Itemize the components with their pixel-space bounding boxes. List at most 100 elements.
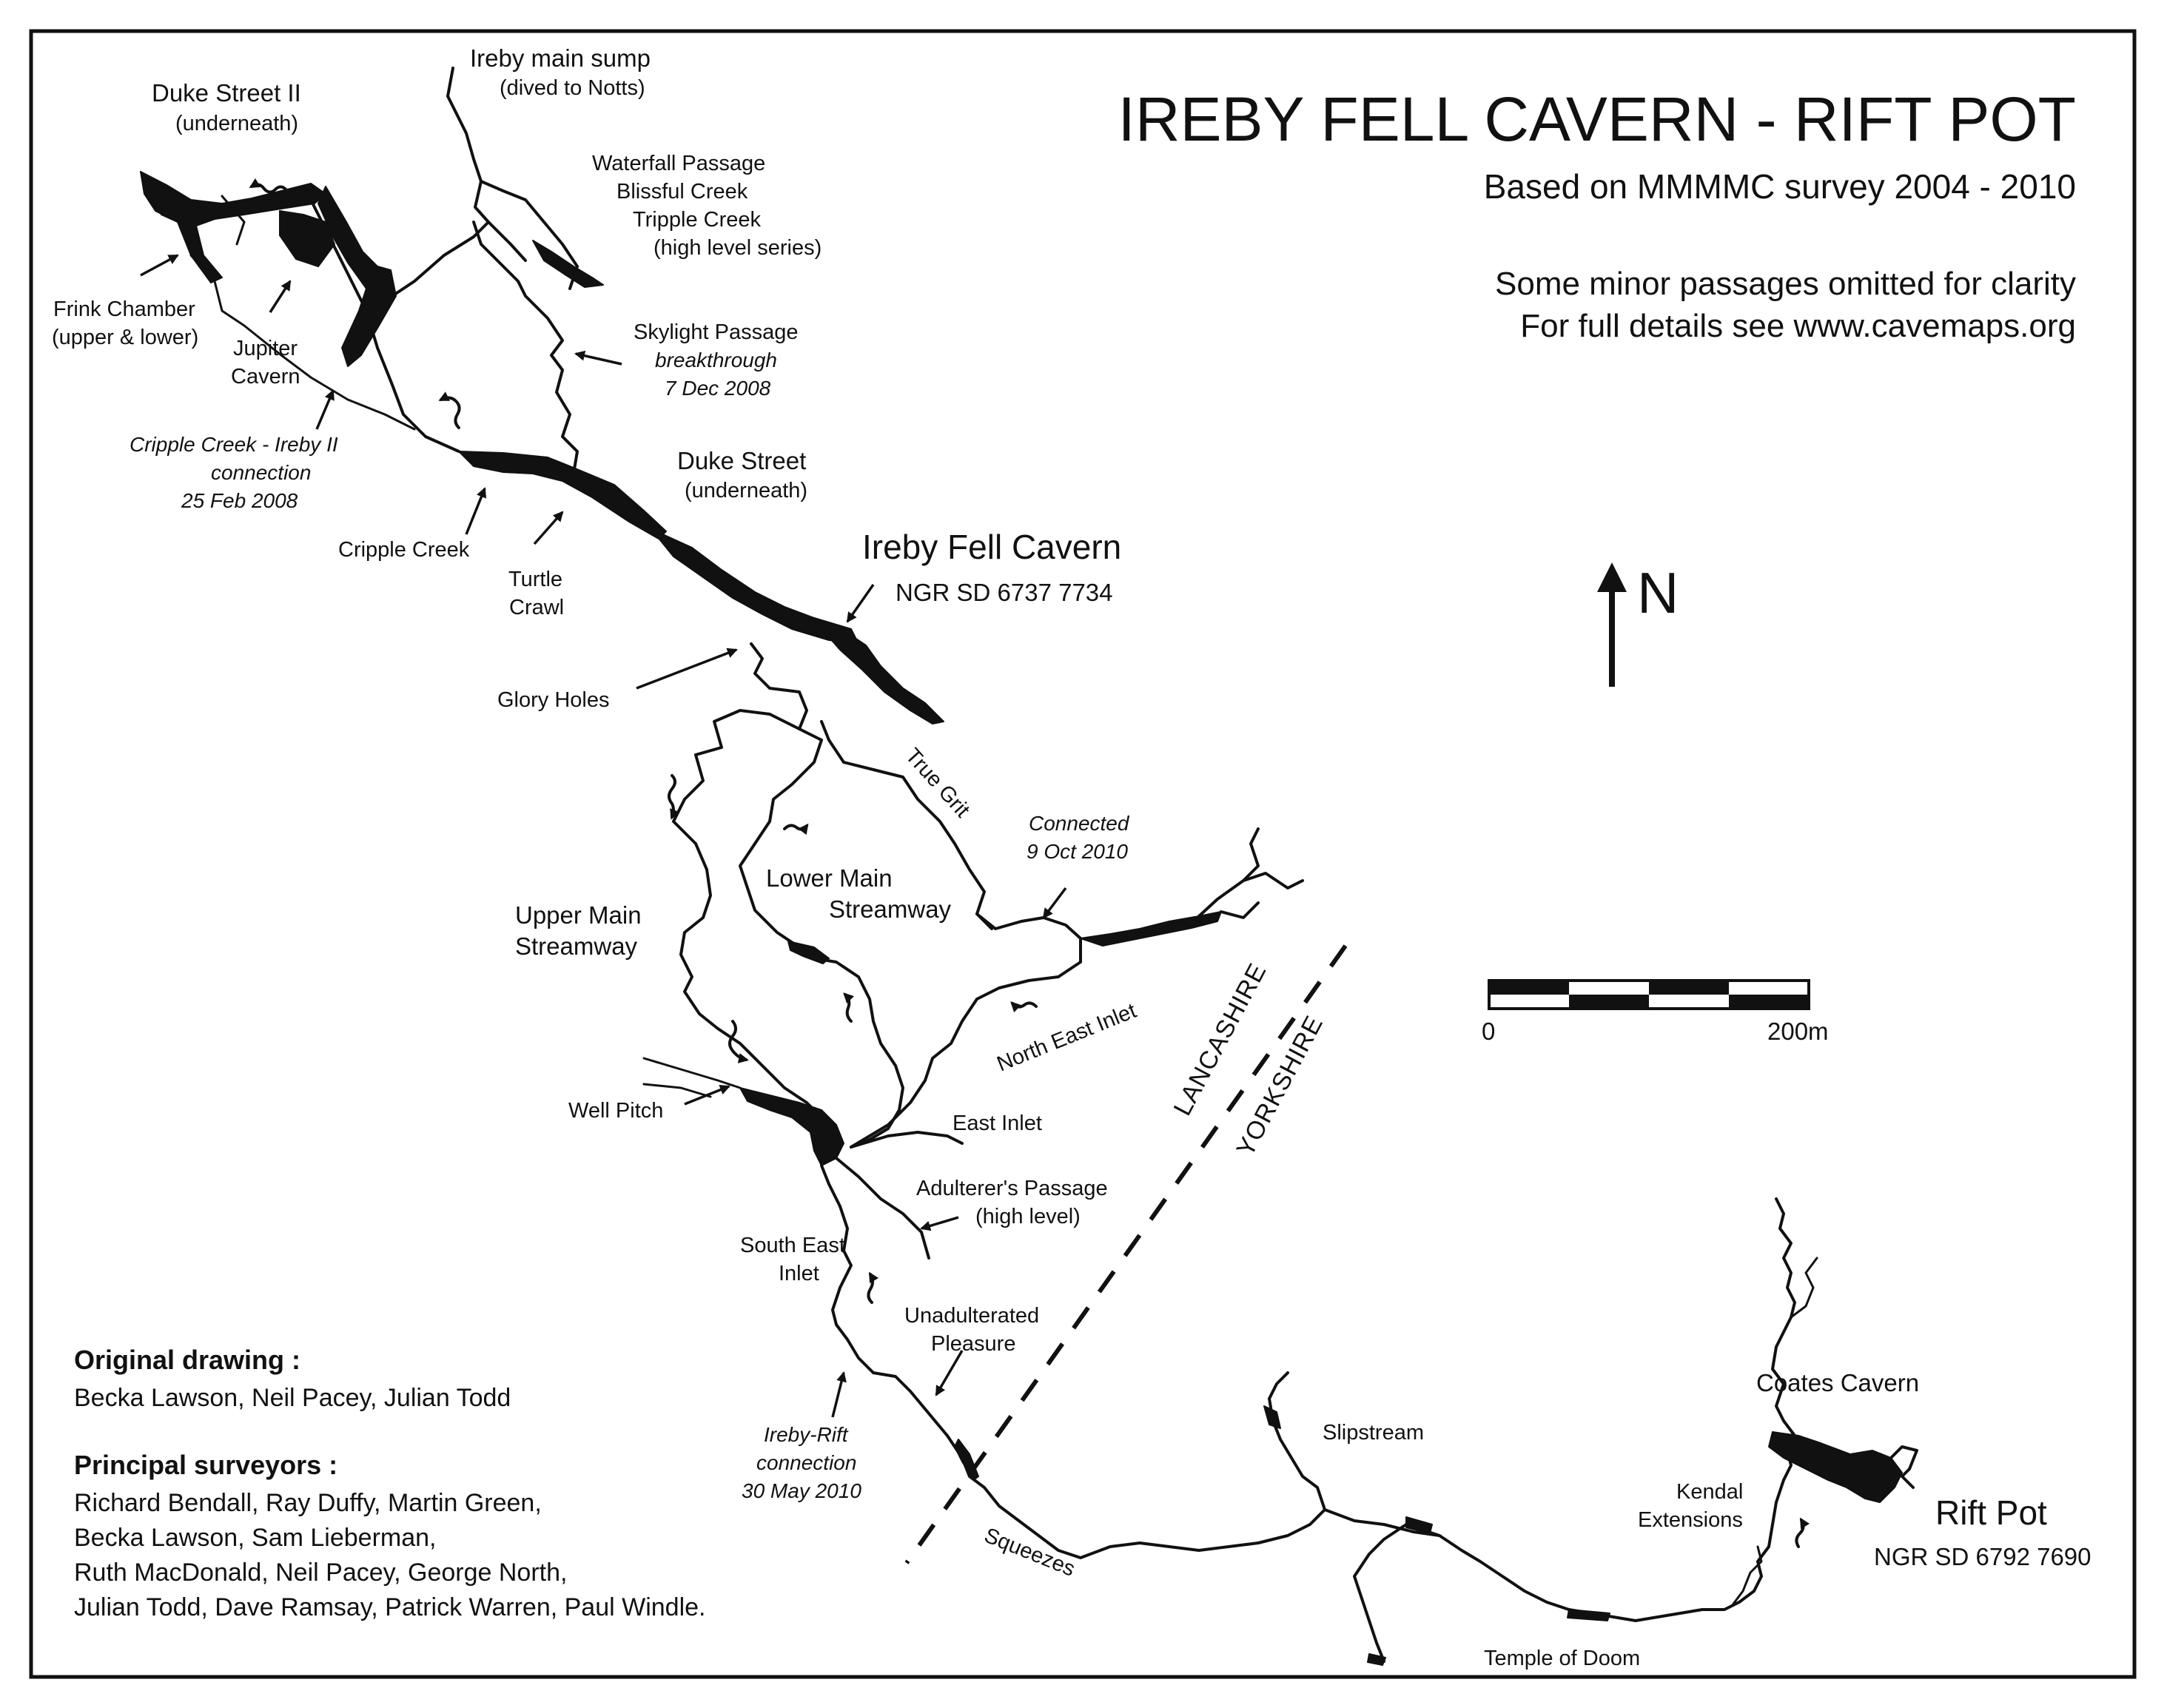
waterfall-passage bbox=[480, 180, 579, 290]
county-yorkshire: YORKSHIRE bbox=[1232, 1011, 1329, 1161]
credits: Original drawing : Becka Lawson, Neil Pa… bbox=[74, 1345, 706, 1621]
pointer-ireby-fell bbox=[846, 583, 875, 623]
label-south-east-1: South East bbox=[740, 1234, 845, 1257]
squeezes-passage bbox=[983, 1486, 1326, 1559]
label-coates-cavern: Coates Cavern bbox=[1756, 1369, 1919, 1396]
upper-branches bbox=[189, 195, 416, 431]
label-ireby-rift-2: connection bbox=[756, 1451, 856, 1474]
lower-main-wide bbox=[787, 941, 830, 964]
pointer-well-pitch bbox=[684, 1084, 730, 1106]
label-pointers bbox=[140, 254, 1067, 1418]
label-unadulterated-1: Unadulterated bbox=[904, 1304, 1039, 1328]
county-lancashire: LANCASHIRE bbox=[1169, 958, 1272, 1120]
cripple-creek-wide bbox=[458, 451, 667, 539]
ireby-fell-cavern-ngr: NGR SD 6737 7734 bbox=[896, 579, 1113, 606]
label-waterfall-1: Waterfall Passage bbox=[592, 152, 765, 175]
scale-end-label: 200m bbox=[1767, 1018, 1829, 1045]
pointer-frink bbox=[140, 254, 179, 277]
credits-original-names: Becka Lawson, Neil Pacey, Julian Todd bbox=[74, 1384, 511, 1412]
well-pitch-wide bbox=[739, 1087, 844, 1166]
label-cripple-creek: Cripple Creek bbox=[338, 538, 470, 562]
ireby-fell-cavern-label: Ireby Fell Cavern bbox=[862, 528, 1121, 566]
flow-arrow-lower-main bbox=[783, 823, 809, 835]
ireby-fell-main-wide bbox=[813, 619, 944, 724]
flow-arrow-ireby-ii bbox=[249, 178, 289, 194]
pointer-turtle bbox=[533, 511, 564, 545]
county-boundary-line bbox=[904, 944, 1348, 1564]
label-upper-main-1: Upper Main bbox=[515, 901, 642, 929]
label-slipstream: Slipstream bbox=[1323, 1421, 1424, 1445]
connection-passage bbox=[309, 198, 460, 453]
credits-surveyors-heading: Principal surveyors : bbox=[74, 1450, 337, 1480]
frink-chamber-passage bbox=[318, 186, 397, 367]
north-arrow: N bbox=[1597, 560, 1679, 687]
label-well-pitch: Well Pitch bbox=[568, 1099, 663, 1123]
temple-branch bbox=[1353, 1523, 1441, 1663]
credits-original-heading: Original drawing : bbox=[74, 1345, 300, 1375]
south-east-inlet bbox=[820, 1164, 875, 1374]
label-ireby-rift-1: Ireby-Rift bbox=[764, 1423, 849, 1446]
map-subtitle: Based on MMMMC survey 2004 - 2010 bbox=[1484, 167, 2076, 206]
label-cripple-conn-3: 25 Feb 2008 bbox=[181, 489, 298, 512]
label-unadulterated-2: Pleasure bbox=[931, 1332, 1015, 1356]
unadulterated-pleasure bbox=[872, 1371, 986, 1489]
connected-passage bbox=[975, 912, 1082, 940]
jupiter-cavern-passage bbox=[279, 210, 335, 267]
pointer-glory bbox=[636, 648, 738, 690]
label-lower-main-2: Streamway bbox=[829, 895, 952, 923]
east-loop bbox=[1730, 1545, 1763, 1607]
label-cripple-conn-1: Cripple Creek - Ireby II bbox=[130, 433, 338, 456]
label-ireby-main-sump-note: (dived to Notts) bbox=[500, 76, 645, 100]
label-adulterer-1: Adulterer's Passage bbox=[916, 1177, 1108, 1200]
credits-surveyors-line-2: Becka Lawson, Sam Lieberman, bbox=[74, 1524, 436, 1552]
label-duke-street-note: (underneath) bbox=[685, 479, 807, 502]
label-ireby-rift-3: 30 May 2010 bbox=[742, 1479, 861, 1502]
true-grit-passage bbox=[820, 720, 993, 930]
label-kendal-1: Kendal bbox=[1676, 1480, 1743, 1504]
upper-main-streamway bbox=[672, 709, 823, 1119]
label-turtle-1: Turtle bbox=[508, 568, 562, 591]
label-connected-1: Connected bbox=[1029, 812, 1130, 835]
label-skylight-2: breakthrough bbox=[655, 349, 777, 371]
map-title: IREBY FELL CAVERN - RIFT POT bbox=[1118, 84, 2077, 154]
pointer-connected bbox=[1042, 887, 1067, 919]
label-cripple-conn-2: connection bbox=[211, 461, 311, 484]
rift-pot-ngr: NGR SD 6792 7690 bbox=[1874, 1543, 2092, 1570]
label-frink-1: Frink Chamber bbox=[53, 297, 195, 321]
label-skylight-1: Skylight Passage bbox=[634, 320, 798, 344]
label-skylight-3: 7 Dec 2008 bbox=[665, 377, 771, 400]
pointer-unadulterated bbox=[935, 1350, 964, 1396]
glory-holes-passage bbox=[750, 642, 823, 742]
ireby-main-sump-passage bbox=[446, 67, 527, 262]
label-frink-2: (upper & lower) bbox=[52, 326, 198, 349]
lower-main-streamway bbox=[739, 739, 904, 1149]
label-ireby-main-sump: Ireby main sump bbox=[470, 44, 651, 72]
label-north-east-inlet: North East Inlet bbox=[994, 999, 1140, 1077]
flow-arrow-lower-south bbox=[843, 992, 855, 1023]
slipstream-passage bbox=[1268, 1371, 1326, 1511]
label-south-east-2: Inlet bbox=[779, 1262, 819, 1285]
duke-street-ii-passage bbox=[140, 171, 326, 283]
label-duke-street-ii: Duke Street II bbox=[152, 79, 301, 107]
scale-bar: 0 200m bbox=[1482, 979, 1829, 1045]
temple-of-doom-passage bbox=[1323, 1479, 1785, 1622]
pointer-ireby-rift bbox=[831, 1371, 847, 1418]
pointer-jupiter bbox=[269, 280, 292, 313]
label-jupiter-1: Jupiter bbox=[233, 337, 298, 360]
label-upper-main-2: Streamway bbox=[515, 932, 638, 960]
flow-arrow-south-east bbox=[867, 1271, 879, 1304]
east-inlet-passage bbox=[850, 1131, 964, 1149]
flow-arrow-upper-main bbox=[728, 1020, 749, 1063]
stream-flow-arrows bbox=[249, 178, 1810, 1548]
label-kendal-2: Extensions bbox=[1638, 1508, 1743, 1532]
label-turtle-2: Crawl bbox=[509, 596, 564, 619]
flow-arrow-upper-west bbox=[668, 774, 680, 820]
squeezes-wide bbox=[954, 1439, 979, 1481]
pointer-cripple-conn bbox=[315, 389, 335, 430]
high-level-series bbox=[532, 240, 604, 288]
east-inlet-top bbox=[1197, 827, 1304, 919]
map-frame bbox=[29, 29, 2137, 1679]
rift-pot-shaft bbox=[1889, 1445, 1918, 1489]
pointer-cripple-creek bbox=[465, 487, 487, 535]
